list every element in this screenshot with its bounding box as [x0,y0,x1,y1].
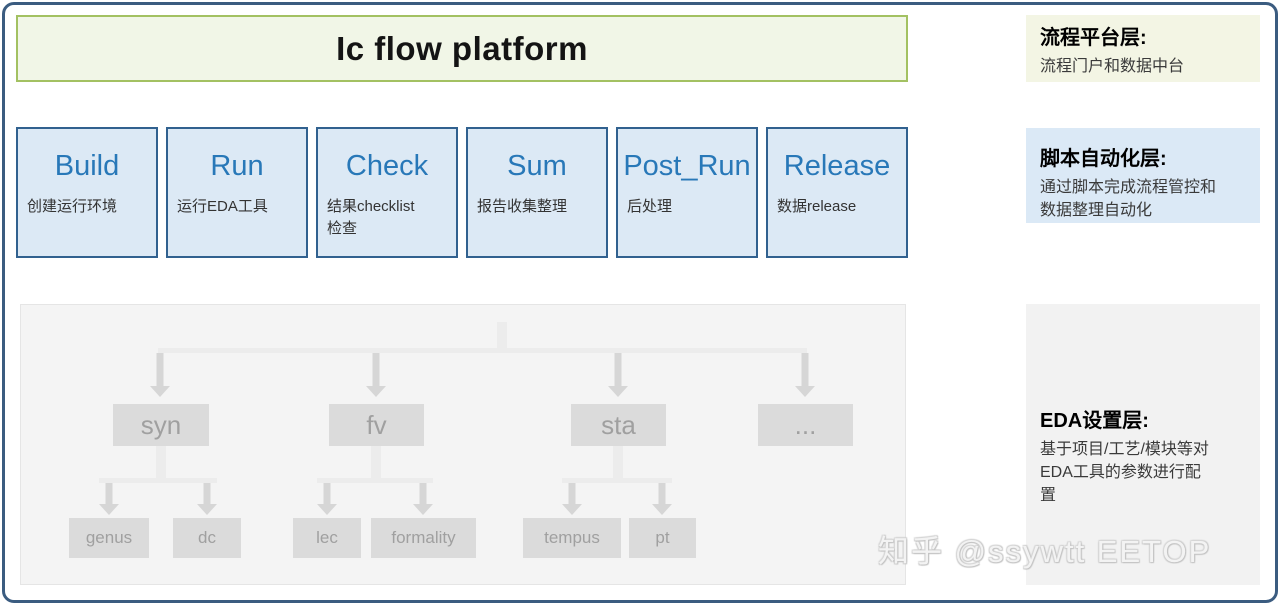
stage-row: Build 创建运行环境 Run 运行EDA工具 Check 结果checkli… [16,127,908,258]
stage-title: Release [783,150,891,182]
page-title: Ic flow platform [336,29,588,67]
stage-title: Check [345,150,429,182]
layer-panel-eda-settings: EDA设置层: 基于项目/工艺/模块等对EDA工具的参数进行配置 [1026,304,1260,585]
tree-node-lec: lec [293,518,361,558]
layer-desc: 通过脚本完成流程管控和数据整理自动化 [1040,179,1217,219]
arrow-down-icon [99,483,119,515]
arrow-down-icon [366,353,386,397]
tree-node-pt: pt [629,518,696,558]
layer-desc: 基于项目/工艺/模块等对EDA工具的参数进行配置 [1040,441,1209,504]
layer-panel-platform: 流程平台层: 流程门户和数据中台 [1026,15,1260,82]
stage-box-check: Check 结果checklist检查 [316,127,458,258]
watermark: 知乎 @ssywtt EETOP [878,534,1212,569]
tree-root-connector [497,322,507,349]
tree-node-more: ... [758,404,853,446]
stage-desc: 报告收集整理 [477,198,568,215]
stage-title: Build [54,150,120,182]
stage-box-build: Build 创建运行环境 [16,127,158,258]
arrow-down-icon [795,353,815,397]
tree-node-syn: syn [113,404,209,446]
stage-desc: 运行EDA工具 [177,198,268,215]
stage-desc: 数据release [777,198,857,215]
tree-sta-stub [613,446,623,479]
stage-box-run: Run 运行EDA工具 [166,127,308,258]
arrow-down-icon [608,353,628,397]
layer-desc: 流程门户和数据中台 [1040,58,1185,75]
tree-node-sta: sta [571,404,666,446]
arrow-down-icon [197,483,217,515]
tree-node-formality: formality [371,518,476,558]
arrow-down-icon [652,483,672,515]
tree-syn-line [99,478,217,483]
platform-title-box: Ic flow platform [16,15,908,82]
stage-desc: 结果checklist检查 [327,198,415,237]
stage-desc: 后处理 [627,198,673,215]
tree-node-genus: genus [69,518,149,558]
arrow-down-icon [317,483,337,515]
tree-fv-stub [371,446,381,479]
stage-desc: 创建运行环境 [27,198,118,215]
layer-panel-script-automation: 脚本自动化层: 通过脚本完成流程管控和数据整理自动化 [1026,128,1260,223]
stage-box-release: Release 数据release [766,127,908,258]
eda-tree-panel: syn fv sta ... genus dc lec formality te… [20,304,906,585]
stage-title: Sum [507,150,567,182]
layer-title: 脚本自动化层: [1040,148,1167,170]
tree-sta-line [562,478,672,483]
tree-node-dc: dc [173,518,241,558]
tree-node-fv: fv [329,404,424,446]
arrow-down-icon [150,353,170,397]
stage-box-sum: Sum 报告收集整理 [466,127,608,258]
arrow-down-icon [413,483,433,515]
stage-title: Run [210,150,264,182]
tree-syn-stub [156,446,166,479]
stage-title: Post_Run [623,150,751,182]
layer-title: EDA设置层: [1040,410,1149,432]
stage-box-post-run: Post_Run 后处理 [616,127,758,258]
arrow-down-icon [562,483,582,515]
tree-fv-line [317,478,433,483]
tree-main-line [158,348,807,353]
layer-title: 流程平台层: [1040,27,1147,49]
tree-node-tempus: tempus [523,518,621,558]
